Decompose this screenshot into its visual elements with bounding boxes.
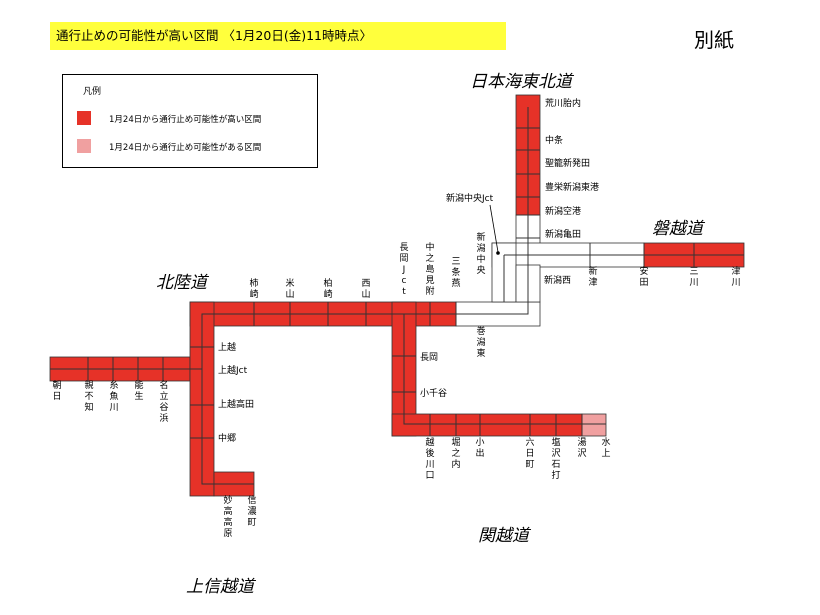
road-center-lines [50,107,744,485]
legend-label-possible: 1月24日から通行止め可能性がある区間 [109,143,262,153]
legend-item-possible: 1月24日から通行止め可能性がある区間 [77,139,307,153]
road-name-nihonkai: 日本海東北道 [470,72,575,92]
jct-pointer-line [489,204,499,253]
ic-label-vertical: 水上 [601,436,610,459]
ic-label-vertical: 妙高高原 [223,494,232,539]
ic-label-vertical: 米山 [285,277,294,300]
ic-label: 長岡 [420,352,438,363]
ic-label: 荒川胎内 [545,97,581,109]
ic-label-vertical: 中之島見附 [425,241,434,297]
ic-label-vertical: 柏崎 [323,277,332,300]
road-name-kanetsu: 関越道 [478,526,532,546]
road-name-banetsu: 磐越道 [652,219,706,239]
ic-label-vertical: 能生 [134,379,143,402]
ic-label: 新潟亀田 [545,228,581,240]
ic-label-vertical: 塩沢石打 [551,436,560,481]
ic-label: 聖籠新発田 [545,157,590,169]
ic-label-vertical: 六日町 [525,436,534,470]
ic-label-vertical: 湯沢 [577,437,586,459]
ic-label-vertical: 朝日 [52,380,61,402]
ic-label: 上越Jct [218,364,248,376]
ic-label: 上越高田 [218,398,254,410]
ic-label-vertical: 西山 [361,278,370,300]
ic-label: 小千谷 [420,388,447,399]
ic-label: 中郷 [218,432,236,444]
ic-label-vertical: 三条燕 [451,257,460,289]
legend-swatch-possible [77,139,91,153]
ic-label: 豊栄新潟東港 [545,181,599,193]
page-title: 通行止めの可能性が高い区間 〈1月20日(金)11時時点〉 [50,22,506,50]
legend-label-high: 1月24日から通行止め可能性が高い区間 [109,115,262,125]
ic-label-vertical: 柿崎 [249,277,258,300]
ic-label: 上越 [218,341,236,353]
road-name-joshinetsu: 上信越道 [186,577,257,597]
ic-label-vertical: 小出 [475,437,484,459]
ic-label-vertical: 親不知 [84,379,93,413]
ic-label: 新潟西 [544,274,571,286]
jct-pointer-dot [496,251,500,255]
road-name-hokuriku: 北陸道 [156,273,210,293]
legend: 凡例 1月24日から通行止め可能性が高い区間 1月24日から通行止め可能性がある… [62,74,318,168]
legend-swatch-high [77,111,91,125]
ic-label-vertical: 巻潟東 [476,325,485,359]
ic-label: 新潟空港 [545,205,581,217]
seg-kanetsu-possible [581,413,607,437]
ic-label-vertical: 新潟中央 [476,231,485,276]
ic-label: 中条 [545,134,563,146]
annex-label: 別紙 [694,28,734,52]
legend-title: 凡例 [83,87,102,97]
ic-label: 新潟中央Jct [446,192,494,204]
ic-label-vertical: 新津 [588,265,597,288]
legend-item-high: 1月24日から通行止め可能性が高い区間 [77,111,307,125]
ic-label-vertical: 越後川口 [425,436,434,481]
ic-label-vertical: 堀之内 [451,437,460,470]
seg-kanetsu-bottom [391,413,583,437]
ic-label-vertical: 安田 [639,265,648,288]
ic-label-vertical: 名立谷浜 [159,379,168,424]
ic-label-vertical: 信濃町 [247,494,256,528]
ic-label-vertical: 糸魚川 [109,379,118,413]
ic-label-vertical: 三川 [689,267,698,288]
ic-label-vertical: 津川 [731,266,740,288]
road-segments [49,94,745,497]
